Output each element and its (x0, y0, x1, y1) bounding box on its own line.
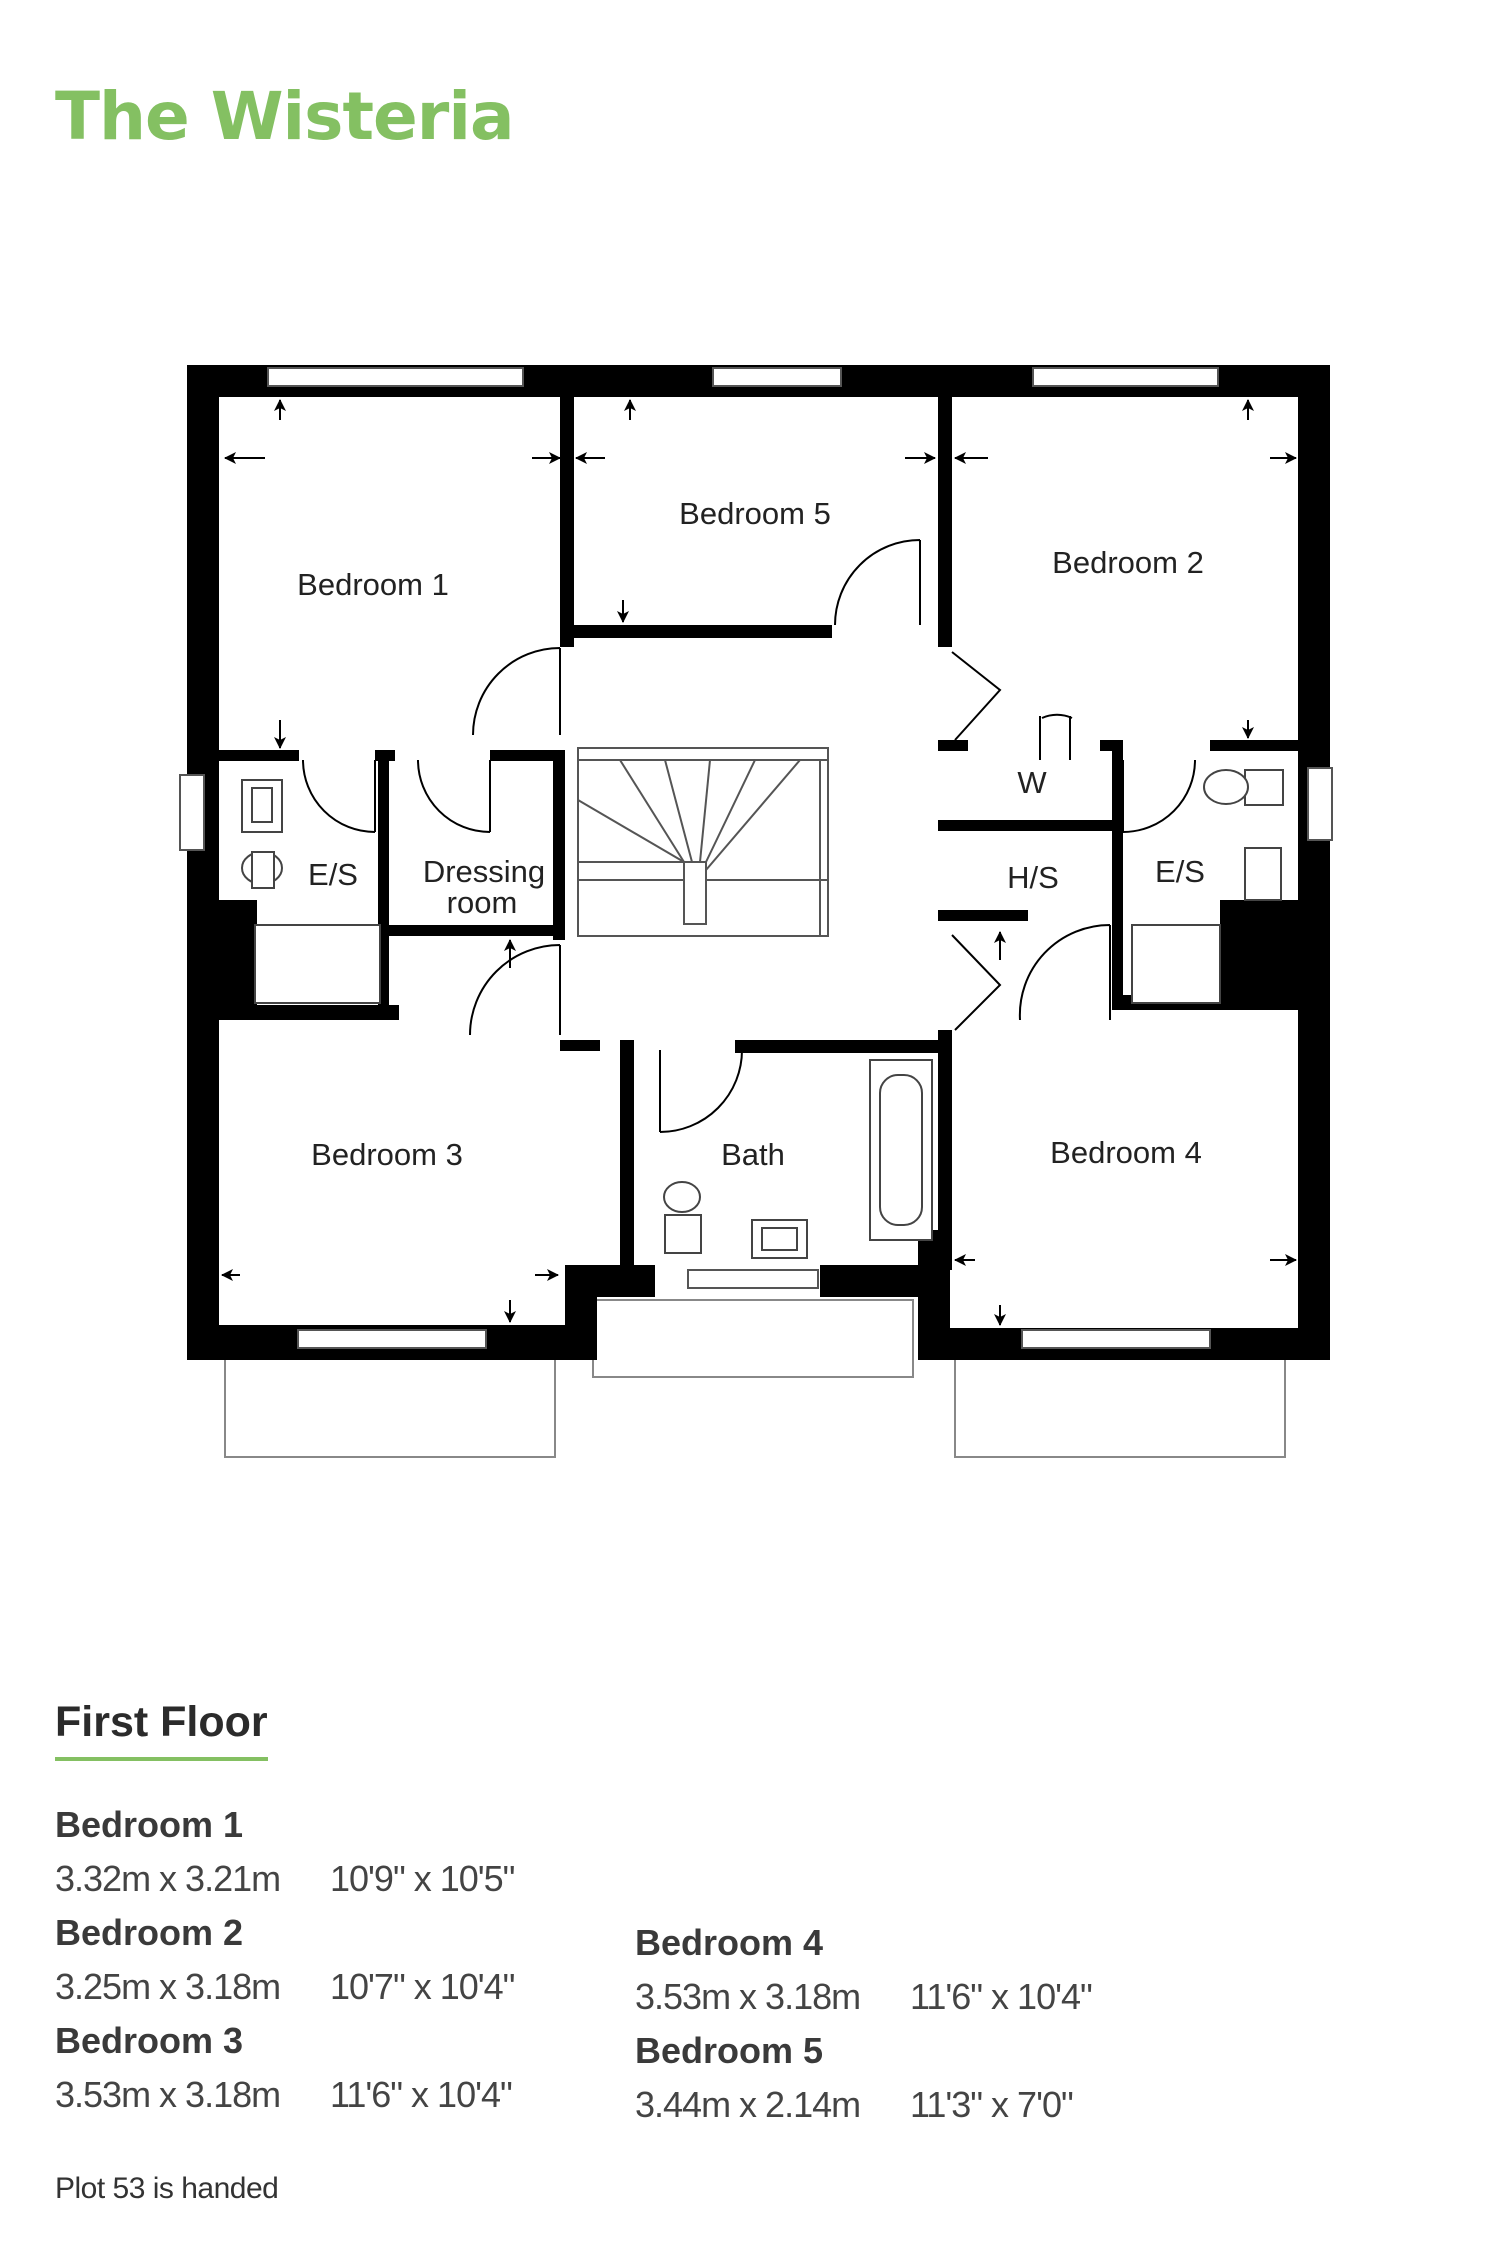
dim-values: 3.53m x 3.18m 11'6" x 10'4" (635, 1968, 1195, 2026)
bay-outlines (224, 1299, 1286, 1458)
staircase (577, 747, 829, 937)
dim-room-name: Bedroom 1 (55, 1804, 244, 1845)
floor-plan: Bedroom 1 Bedroom 5 Bedroom 2 E/S Dressi… (179, 365, 1333, 1458)
floor-heading: First Floor (55, 1698, 268, 1761)
room-label-hot-store: H/S (1007, 860, 1059, 895)
room-label-ensuite-1: E/S (308, 857, 358, 892)
windows (179, 367, 1333, 1349)
dim-values: 3.32m x 3.21m 10'9" x 10'5" (55, 1850, 615, 1908)
room-label-bedroom-4: Bedroom 4 (1050, 1135, 1202, 1170)
dim-room-name: Bedroom 4 (635, 1922, 824, 1963)
doors (302, 539, 1196, 1133)
dim-metric: 3.32m x 3.21m (55, 1858, 281, 1899)
dim-metric: 3.53m x 3.18m (55, 2074, 281, 2115)
dimensions-column-left: Bedroom 1 3.32m x 3.21m 10'9" x 10'5" Bed… (55, 1800, 615, 2124)
dim-values: 3.53m x 3.18m 11'6" x 10'4" (55, 2066, 615, 2124)
dim-room-name: Bedroom 2 (55, 1912, 244, 1953)
dim-room-name: Bedroom 5 (635, 2030, 824, 2071)
room-label-ensuite-2: E/S (1155, 854, 1205, 889)
dim-values: 3.44m x 2.14m 11'3" x 7'0" (635, 2076, 1195, 2134)
room-label-bedroom-1: Bedroom 1 (297, 567, 449, 602)
dim-metric: 3.25m x 3.18m (55, 1966, 281, 2007)
dimension-arrows (221, 399, 1297, 1326)
room-label-bedroom-3: Bedroom 3 (311, 1137, 463, 1172)
room-label-dressing-room: room (447, 885, 518, 920)
dim-imperial: 10'9" x 10'5" (330, 1858, 515, 1899)
page-title: The Wisteria (55, 78, 514, 155)
dim-imperial: 11'6" x 10'4" (330, 2074, 513, 2115)
room-label-wardrobe: W (1017, 765, 1047, 800)
handed-note: Plot 53 is handed (55, 2172, 279, 2205)
room-label-bedroom-2: Bedroom 2 (1052, 545, 1204, 580)
dim-values: 3.25m x 3.18m 10'7" x 10'4" (55, 1958, 615, 2016)
fittings (241, 769, 1284, 1259)
dim-imperial: 11'6" x 10'4" (910, 1976, 1093, 2017)
dim-room-name: Bedroom 3 (55, 2020, 244, 2061)
room-label-dressing: Dressing (423, 854, 545, 889)
dim-metric: 3.44m x 2.14m (635, 2084, 861, 2125)
dim-metric: 3.53m x 3.18m (635, 1976, 861, 2017)
room-label-bath: Bath (721, 1137, 785, 1172)
dim-imperial: 11'3" x 7'0" (910, 2084, 1074, 2125)
room-label-bedroom-5: Bedroom 5 (679, 496, 831, 531)
dimensions-column-right: Bedroom 4 3.53m x 3.18m 11'6" x 10'4" Bed… (635, 1918, 1195, 2134)
dim-imperial: 10'7" x 10'4" (330, 1966, 515, 2007)
